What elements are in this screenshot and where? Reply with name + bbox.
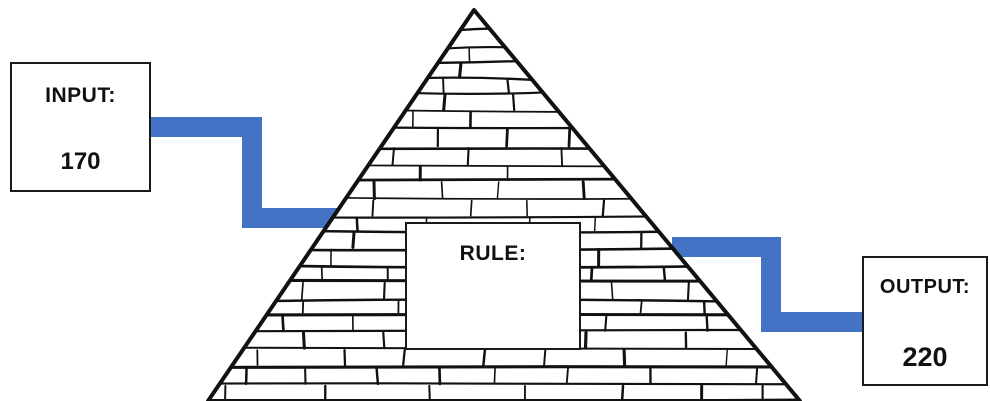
brick-joint <box>595 218 596 231</box>
brick-joint <box>460 63 461 77</box>
brick-joint <box>443 79 444 93</box>
brick-joint <box>704 301 705 315</box>
brick-joint <box>283 317 284 331</box>
brick-joint <box>591 268 592 281</box>
brick-course-line <box>228 367 775 368</box>
brick-joint <box>345 350 346 365</box>
brick-joint <box>303 301 304 315</box>
brick-joint <box>583 182 584 199</box>
brick-joint <box>403 350 405 365</box>
rule-label: RULE: <box>407 242 579 266</box>
brick-joint <box>442 182 443 199</box>
output-value: 220 <box>864 342 986 373</box>
brick-joint <box>246 367 247 384</box>
output-box: OUTPUT: 220 <box>862 256 988 386</box>
brick-joint <box>756 367 757 384</box>
brick-joint <box>494 367 495 384</box>
brick-course-line <box>329 216 650 217</box>
brick-joint <box>439 367 440 384</box>
brick-joint <box>373 201 374 216</box>
input-connector <box>150 127 345 218</box>
brick-joint <box>513 95 514 110</box>
brick-joint <box>707 317 708 331</box>
brick-joint <box>384 283 385 299</box>
brick-joint <box>507 129 508 146</box>
brick-joint <box>664 268 665 281</box>
brick-joint <box>507 79 509 93</box>
brick-joint <box>429 386 430 400</box>
brick-course-line <box>390 128 577 129</box>
brick-joint <box>569 129 570 146</box>
brick-course-line <box>354 179 621 180</box>
brick-joint <box>471 201 472 216</box>
brick-joint <box>357 218 358 231</box>
brick-joint <box>377 367 378 384</box>
brick-joint <box>383 333 384 348</box>
brick-joint <box>483 350 485 365</box>
brick-joint <box>304 333 305 348</box>
brick-joint <box>605 317 606 331</box>
brick-joint <box>302 283 303 299</box>
brick-joint <box>353 233 354 248</box>
brick-joint <box>586 333 587 348</box>
input-label: INPUT: <box>12 84 149 108</box>
brick-course-line <box>364 165 608 166</box>
input-box: INPUT: 170 <box>10 62 151 192</box>
brick-joint <box>322 268 323 281</box>
brick-joint <box>624 350 625 365</box>
input-value: 170 <box>12 148 149 176</box>
brick-joint <box>561 148 562 165</box>
brick-joint <box>444 95 445 110</box>
brick-joint <box>726 350 727 365</box>
brick-joint <box>468 148 469 165</box>
rule-box[interactable]: RULE: <box>405 222 581 350</box>
brick-joint <box>688 283 689 299</box>
brick-course-line <box>215 383 791 384</box>
brick-joint <box>622 386 623 400</box>
brick-joint <box>603 201 604 216</box>
brick-joint <box>544 350 545 365</box>
output-label: OUTPUT: <box>864 276 986 299</box>
